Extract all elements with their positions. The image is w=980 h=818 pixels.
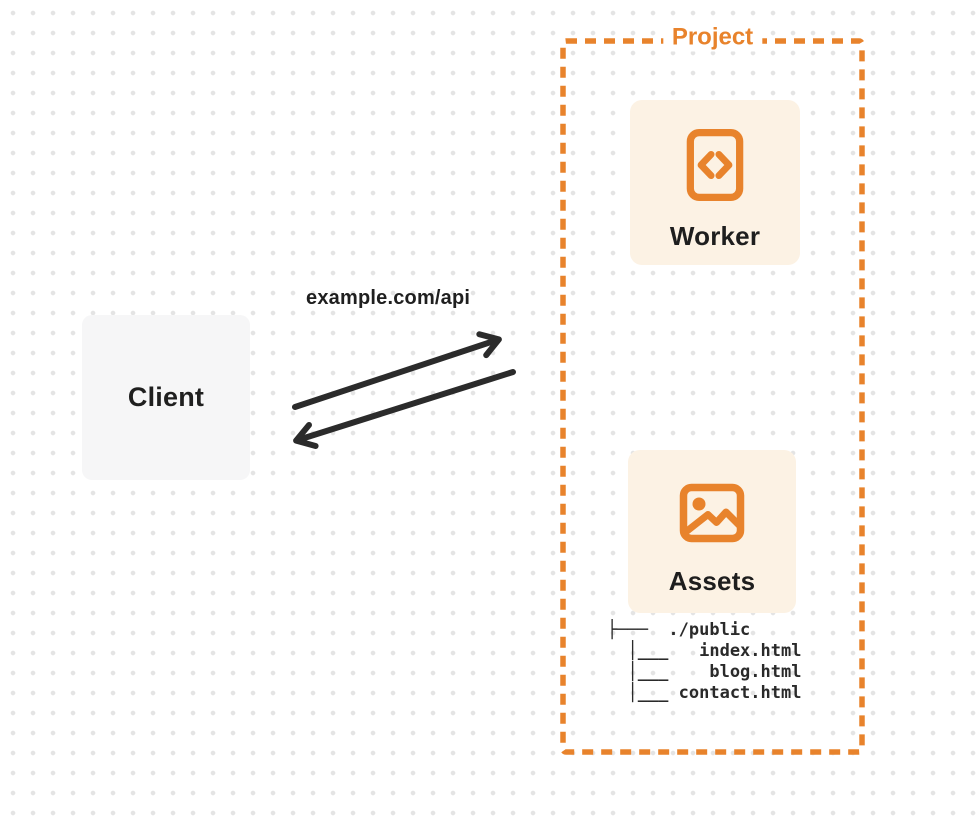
worker-code-icon xyxy=(686,128,744,202)
request-arrow xyxy=(292,331,502,410)
project-dashed-border xyxy=(560,38,865,755)
client-node: Client xyxy=(82,315,250,480)
assets-file-tree: ├─── ./public │___ index.html │___ blog.… xyxy=(607,620,802,703)
response-arrow xyxy=(293,369,516,449)
client-label: Client xyxy=(127,382,205,412)
request-url-label: example.com/api xyxy=(306,287,471,309)
worker-label: Worker xyxy=(669,221,761,251)
worker-node: Worker xyxy=(630,100,800,265)
assets-image-icon xyxy=(679,483,745,543)
project-boundary: Project Worker Assets ├─── ./public │___… xyxy=(560,23,865,755)
assets-node: Assets xyxy=(628,450,796,613)
assets-label: Assets xyxy=(668,566,756,596)
project-label: Project xyxy=(662,23,763,52)
